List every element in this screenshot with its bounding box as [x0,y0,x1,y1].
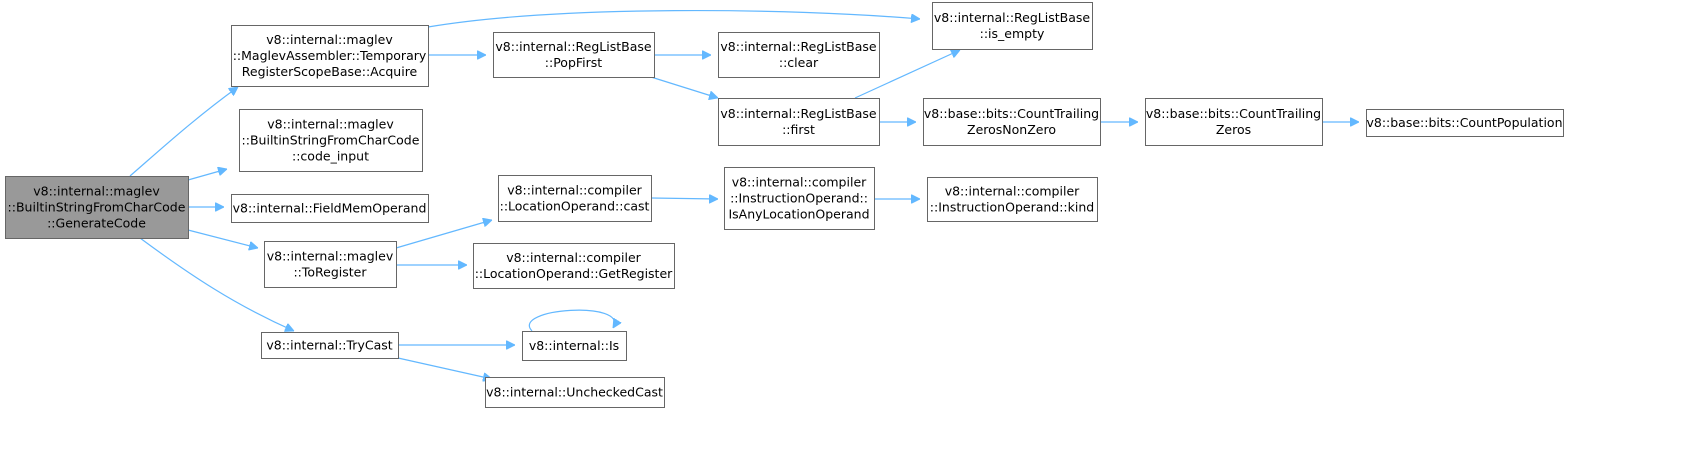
edge-popfirst-to-first [650,76,718,98]
node-label-line: ::InstructionOperand::kind [930,200,1094,215]
edge-toregister-to-cast [395,220,492,249]
node-box [1366,109,1564,137]
node-label-line: ::LocationOperand::cast [500,199,650,214]
node-box [718,32,880,78]
node-box [231,25,429,87]
node-trycast[interactable]: v8::internal::TryCast [261,332,399,359]
node-label-line: v8::internal::maglev [267,249,394,264]
node-label-line: v8::internal::TryCast [266,338,392,353]
node-label-line: v8::internal::UncheckedCast [486,385,663,400]
node-box [231,194,429,223]
node-box [718,98,880,146]
nodes-layer: v8::internal::maglev::BuiltinStringFromC… [5,2,1564,408]
node-toregister[interactable]: v8::internal::maglev::ToRegister [264,241,397,288]
node-root[interactable]: v8::internal::maglev::BuiltinStringFromC… [5,176,189,239]
node-label-line: ::MaglevAssembler::Temporary [233,48,427,63]
node-popcount[interactable]: v8::base::bits::CountPopulation [1366,109,1564,137]
edges-layer [129,9,1359,379]
node-clear[interactable]: v8::internal::RegListBase::clear [718,32,880,78]
node-label-line: ::ToRegister [293,265,367,280]
node-label-line: ::BuiltinStringFromCharCode [242,133,420,148]
node-label-line: RegisterScopeBase::Acquire [242,64,418,79]
edge-root-to-toregister [187,229,258,248]
node-fieldmem[interactable]: v8::internal::FieldMemOperand [231,194,429,223]
node-is[interactable]: v8::internal::Is [522,331,627,361]
node-label-line: v8::internal::compiler [507,183,642,198]
node-label-line: ::InstructionOperand:: [730,191,868,206]
node-box [239,109,423,172]
node-code_input[interactable]: v8::internal::maglev::BuiltinStringFromC… [239,109,423,172]
node-label-line: ::BuiltinStringFromCharCode [8,200,186,215]
edge-first-to-is_empty [854,50,960,99]
edge-cast-to-isanyloc [650,198,718,199]
node-label-line: ZerosNonZero [967,122,1056,137]
edge-root-to-acquire [129,87,238,177]
edge-root-to-trycast [139,237,294,331]
node-label-line: ::is_empty [980,26,1045,41]
node-label-line: ::first [782,122,815,137]
node-is_empty[interactable]: v8::internal::RegListBase::is_empty [932,2,1093,50]
edge-root-to-code_input [187,169,227,181]
node-box [724,167,875,230]
edge-is-to-is [528,309,614,332]
node-label-line: ::code_input [292,149,369,164]
node-box [485,377,665,408]
node-label-line: ::GenerateCode [47,216,146,231]
node-label-line: ::clear [779,55,819,70]
edge-trycast-to-unchecked [397,357,492,379]
node-label-line: v8::internal::RegListBase [720,106,877,121]
node-label-line: v8::internal::RegListBase [720,39,877,54]
node-label-line: v8::internal::Is [529,338,619,353]
node-label-line: v8::internal::maglev [266,32,393,47]
node-acquire[interactable]: v8::internal::maglev::MaglevAssembler::T… [231,25,429,87]
node-label-line: v8::internal::maglev [33,184,160,199]
node-box [1145,98,1323,146]
node-label-line: ::PopFirst [545,55,603,70]
node-popfirst[interactable]: v8::internal::RegListBase::PopFirst [493,32,655,78]
node-kind[interactable]: v8::internal::compiler::InstructionOpera… [927,177,1098,222]
node-label-line: v8::internal::RegListBase [934,10,1091,25]
node-ctznz[interactable]: v8::base::bits::CountTrailingZerosNonZer… [923,98,1101,146]
node-isanyloc[interactable]: v8::internal::compiler::InstructionOpera… [724,167,875,230]
node-box [264,241,397,288]
node-label-line: Zeros [1216,122,1251,137]
node-label-line: v8::internal::compiler [506,250,641,265]
node-label-line: v8::internal::compiler [732,175,867,190]
node-box [923,98,1101,146]
node-label-line: v8::base::bits::CountPopulation [1366,115,1562,130]
node-box [498,175,652,222]
node-label-line: ::LocationOperand::GetRegister [475,266,673,281]
node-label-line: v8::base::bits::CountTrailing [1146,106,1321,121]
node-label-line: v8::internal::maglev [267,117,394,132]
node-label-line: v8::internal::RegListBase [495,39,652,54]
node-label-line: v8::internal::FieldMemOperand [233,201,427,216]
node-label-line: v8::internal::compiler [945,184,1080,199]
node-first[interactable]: v8::internal::RegListBase::first [718,98,880,146]
node-box [261,332,399,359]
node-box [473,243,675,289]
node-box [932,2,1093,50]
node-unchecked[interactable]: v8::internal::UncheckedCast [485,377,665,408]
node-box [927,177,1098,222]
node-box [522,331,627,361]
node-box [493,32,655,78]
node-cast[interactable]: v8::internal::compiler::LocationOperand:… [498,175,652,222]
node-getregister[interactable]: v8::internal::compiler::LocationOperand:… [473,243,675,289]
node-label-line: IsAnyLocationOperand [728,207,869,222]
edge-acquire-to-is_empty [427,9,920,28]
node-box [5,176,189,239]
node-label-line: v8::base::bits::CountTrailing [924,106,1099,121]
